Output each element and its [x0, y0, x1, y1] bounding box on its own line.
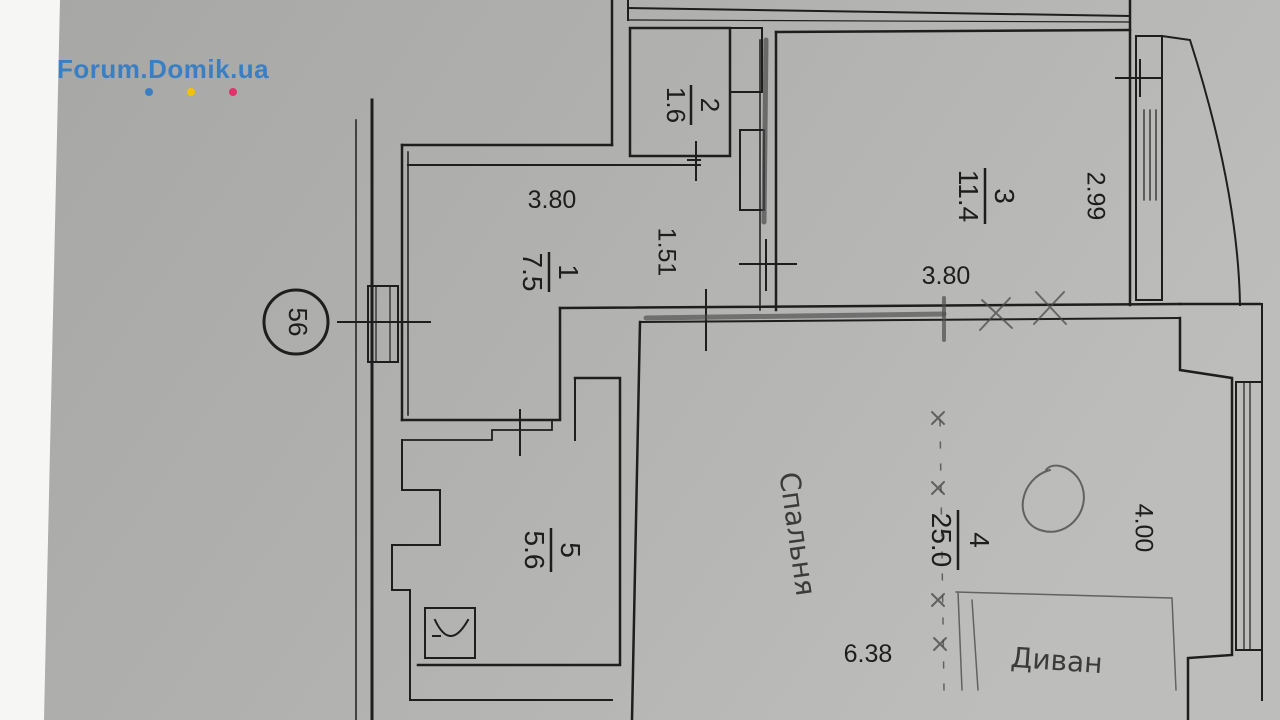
- sofa-sketch: [955, 591, 1177, 691]
- window-room-3: [1135, 35, 1163, 301]
- wall-room-4-right: [1178, 316, 1234, 720]
- axis-marker-circle: [262, 288, 330, 356]
- svg-text:1: 1: [553, 264, 584, 280]
- balcony-curve: [1160, 34, 1242, 307]
- svg-text:3: 3: [989, 188, 1020, 204]
- watermark-logo: Forum.Domik.ua: [57, 54, 270, 84]
- svg-text:1.6: 1.6: [661, 87, 691, 123]
- room-label-1: 1 7.5: [517, 252, 584, 292]
- marker-stroke-horizontal: [643, 311, 947, 321]
- svg-text:11.4: 11.4: [953, 170, 984, 222]
- handwritten-sofa-label: Диван: [1010, 641, 1104, 680]
- watermark-dots: [145, 88, 245, 100]
- partition-dashed-line: [939, 419, 945, 691]
- wall-top: [626, 6, 1132, 18]
- watermark-dot: [187, 88, 195, 96]
- round-table-sketch: [1021, 464, 1085, 533]
- wall-bath-top: [400, 306, 562, 422]
- dimension-room-4-length: 6.38: [844, 640, 893, 668]
- cross-mark: [979, 297, 1013, 331]
- window-left: [367, 285, 399, 363]
- svg-text:5: 5: [555, 542, 586, 558]
- room-label-4: 4 25.0: [926, 510, 995, 570]
- marker-stroke-vertical: [761, 37, 769, 225]
- dimension-room-4-depth: 4.00: [1129, 504, 1157, 553]
- watermark-dot: [229, 88, 237, 96]
- wall-room-3-top: [774, 28, 1132, 34]
- dimension-hall-width: 3.80: [528, 186, 577, 214]
- svg-text:7.5: 7.5: [517, 253, 548, 292]
- wall-room-4-top: [558, 302, 1182, 310]
- axis-marker-label: 56: [283, 308, 313, 337]
- wall-bath-left: [391, 439, 613, 701]
- room-label-3: 3 11.4: [953, 168, 1020, 224]
- wall-bath-right: [416, 376, 622, 667]
- room-label-5: 5 5.6: [519, 528, 586, 572]
- svg-text:4: 4: [964, 532, 995, 548]
- paper-sheet: [44, 0, 1280, 720]
- sink-icon: [424, 607, 476, 659]
- cross-mark: [1033, 291, 1067, 325]
- room-label-2: 2 1.6: [661, 85, 725, 125]
- dimension-hall-depth: 1.51: [652, 228, 680, 277]
- watermark-dot: [145, 88, 153, 96]
- wall-room-4-left: [630, 320, 642, 720]
- dimension-room-3-depth: 2.99: [1081, 172, 1109, 221]
- svg-text:5.6: 5.6: [519, 531, 550, 570]
- svg-text:2: 2: [695, 98, 725, 112]
- svg-text:25.0: 25.0: [926, 513, 957, 568]
- dimension-room-3-width: 3.80: [922, 262, 971, 290]
- wall-room-4-top-inner: [638, 316, 1182, 324]
